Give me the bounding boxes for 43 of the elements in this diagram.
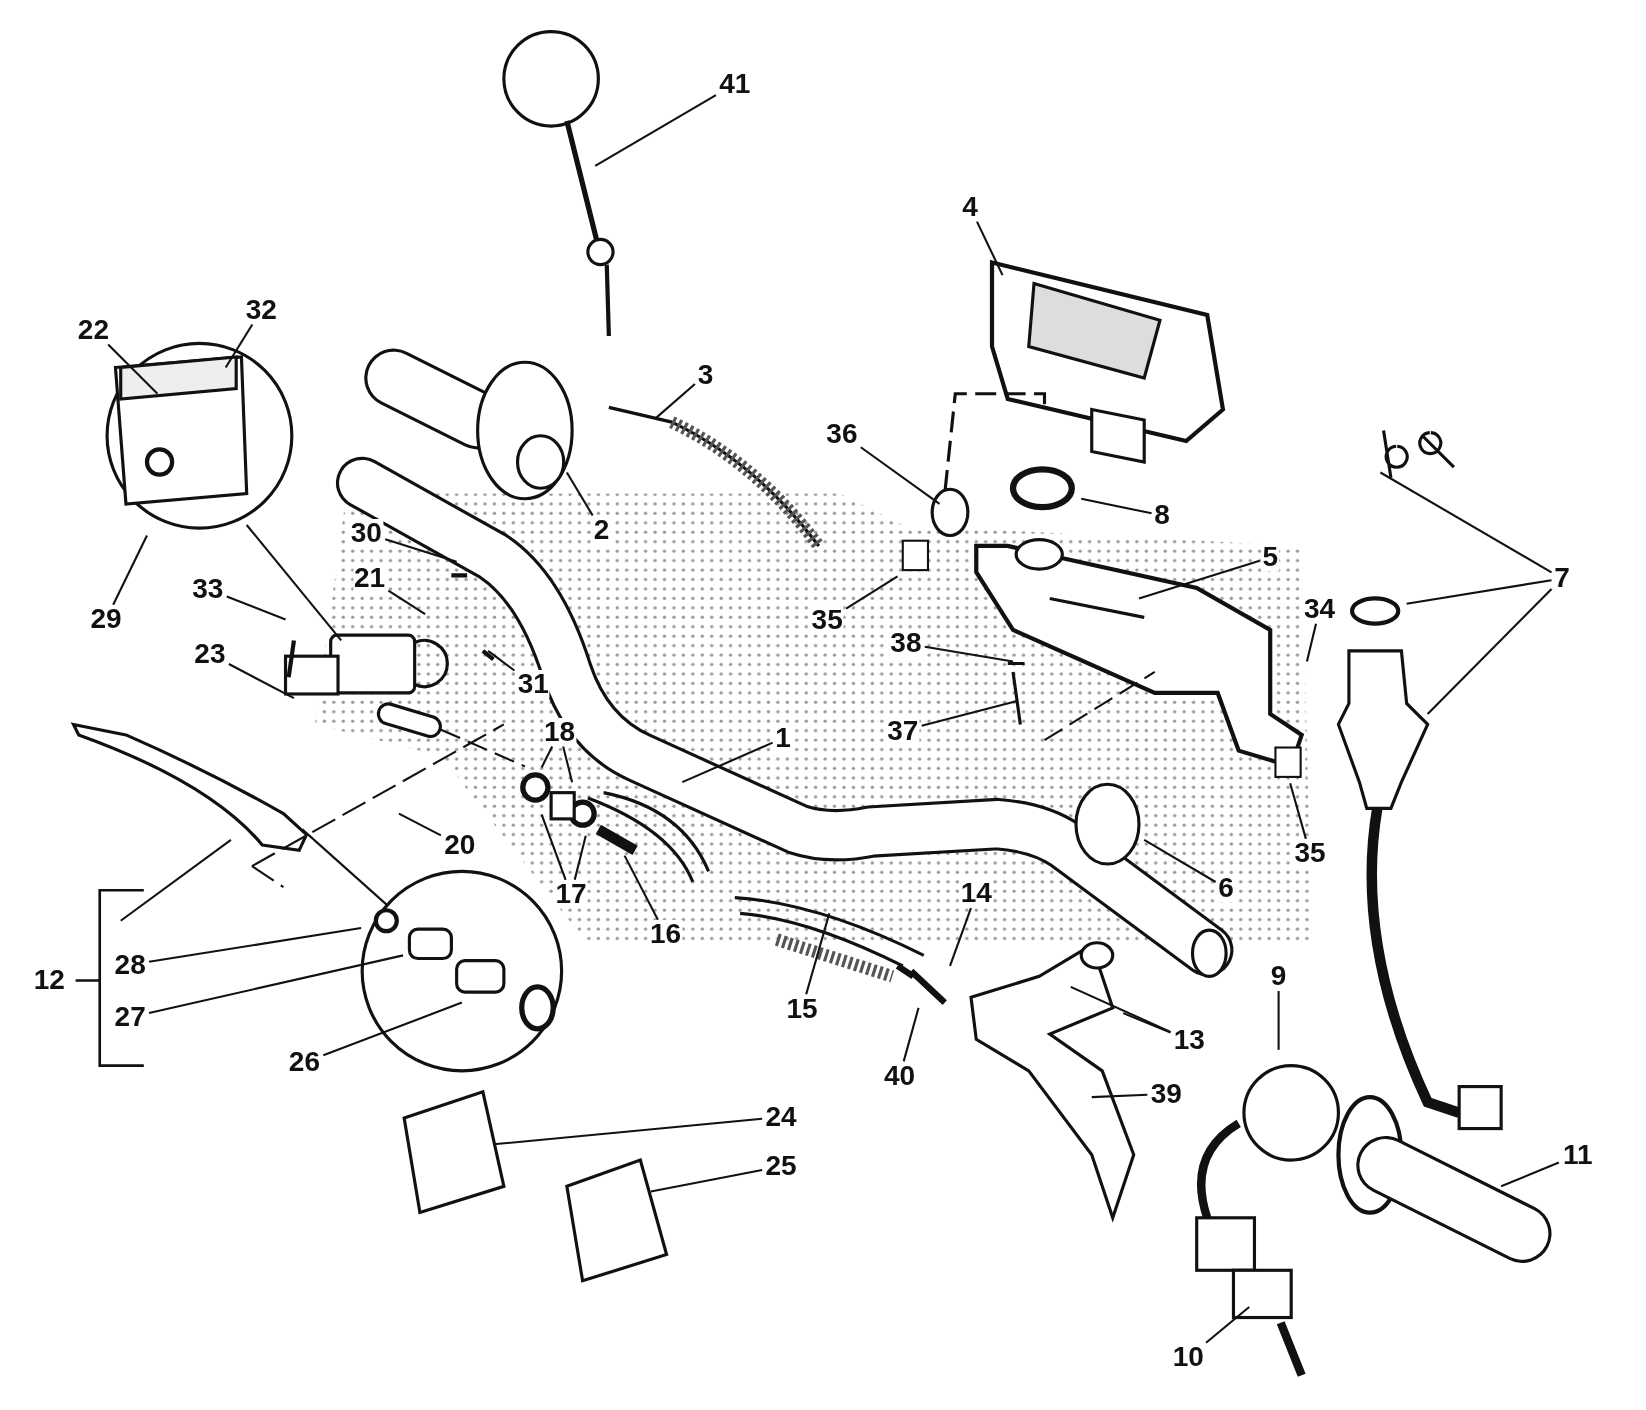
leader-line: [148, 927, 362, 963]
leader-line: [493, 1117, 763, 1146]
leader-line: [921, 700, 1017, 727]
leader-line: [1289, 782, 1307, 840]
leader-line: [655, 383, 696, 419]
leader-line: [623, 855, 659, 921]
leader-line: [226, 595, 286, 621]
leader-line: [594, 94, 717, 167]
leader-line: [924, 645, 1014, 663]
callout-number: 31: [516, 670, 550, 699]
leader-line: [1081, 497, 1152, 515]
leader-line: [1379, 471, 1553, 574]
leader-line: [902, 1007, 920, 1062]
leader-line: [845, 575, 899, 610]
leader-line: [540, 746, 554, 768]
leader-line: [1070, 985, 1171, 1033]
leader-line: [1500, 1161, 1560, 1188]
leader-line: [976, 221, 1004, 276]
leader-line: [487, 650, 515, 672]
leader-line: [107, 343, 159, 395]
leader-line: [565, 471, 594, 517]
leader-line: [1122, 1012, 1171, 1034]
leader-line: [1406, 579, 1552, 605]
leader-line: [1277, 991, 1280, 1050]
leader-line: [1091, 1093, 1148, 1099]
leader-line: [322, 1001, 463, 1057]
leader-line: [228, 663, 295, 700]
leader-line: [562, 746, 574, 783]
leader-line: [398, 812, 442, 837]
leader-line: [540, 814, 567, 881]
leader-line: [1305, 623, 1318, 662]
leader-line: [148, 954, 404, 1015]
leader-line: [387, 589, 426, 616]
leader-line: [1205, 1306, 1250, 1344]
leader-line: [112, 535, 148, 606]
callout-number: 35: [1293, 839, 1327, 868]
callout-number: 37: [886, 716, 920, 745]
leader-line: [650, 1169, 763, 1193]
leader-line: [860, 446, 941, 505]
leader-line: [805, 913, 831, 995]
leader-line: [573, 835, 587, 881]
leader-line: [224, 323, 254, 369]
leader-line: [1426, 588, 1553, 715]
